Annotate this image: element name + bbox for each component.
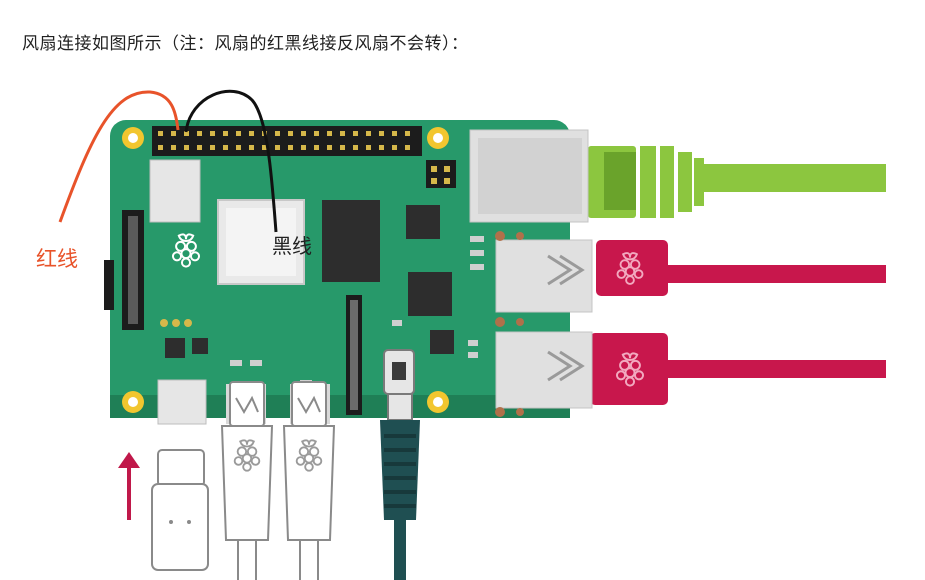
ethernet-cable xyxy=(588,146,886,218)
raspberry-pi-board xyxy=(104,120,592,424)
micro-hdmi-plug-2 xyxy=(284,382,334,580)
audio-cable xyxy=(380,350,420,580)
red-wire-label: 红线 xyxy=(36,247,78,271)
black-wire-label: 黑线 xyxy=(272,234,312,258)
usb-cable-top xyxy=(596,240,886,296)
usb-c-power-plug xyxy=(152,450,208,570)
micro-hdmi-plug-1 xyxy=(222,382,272,580)
power-direction-arrow-icon xyxy=(118,452,140,520)
usb-cable-bottom xyxy=(590,333,886,405)
